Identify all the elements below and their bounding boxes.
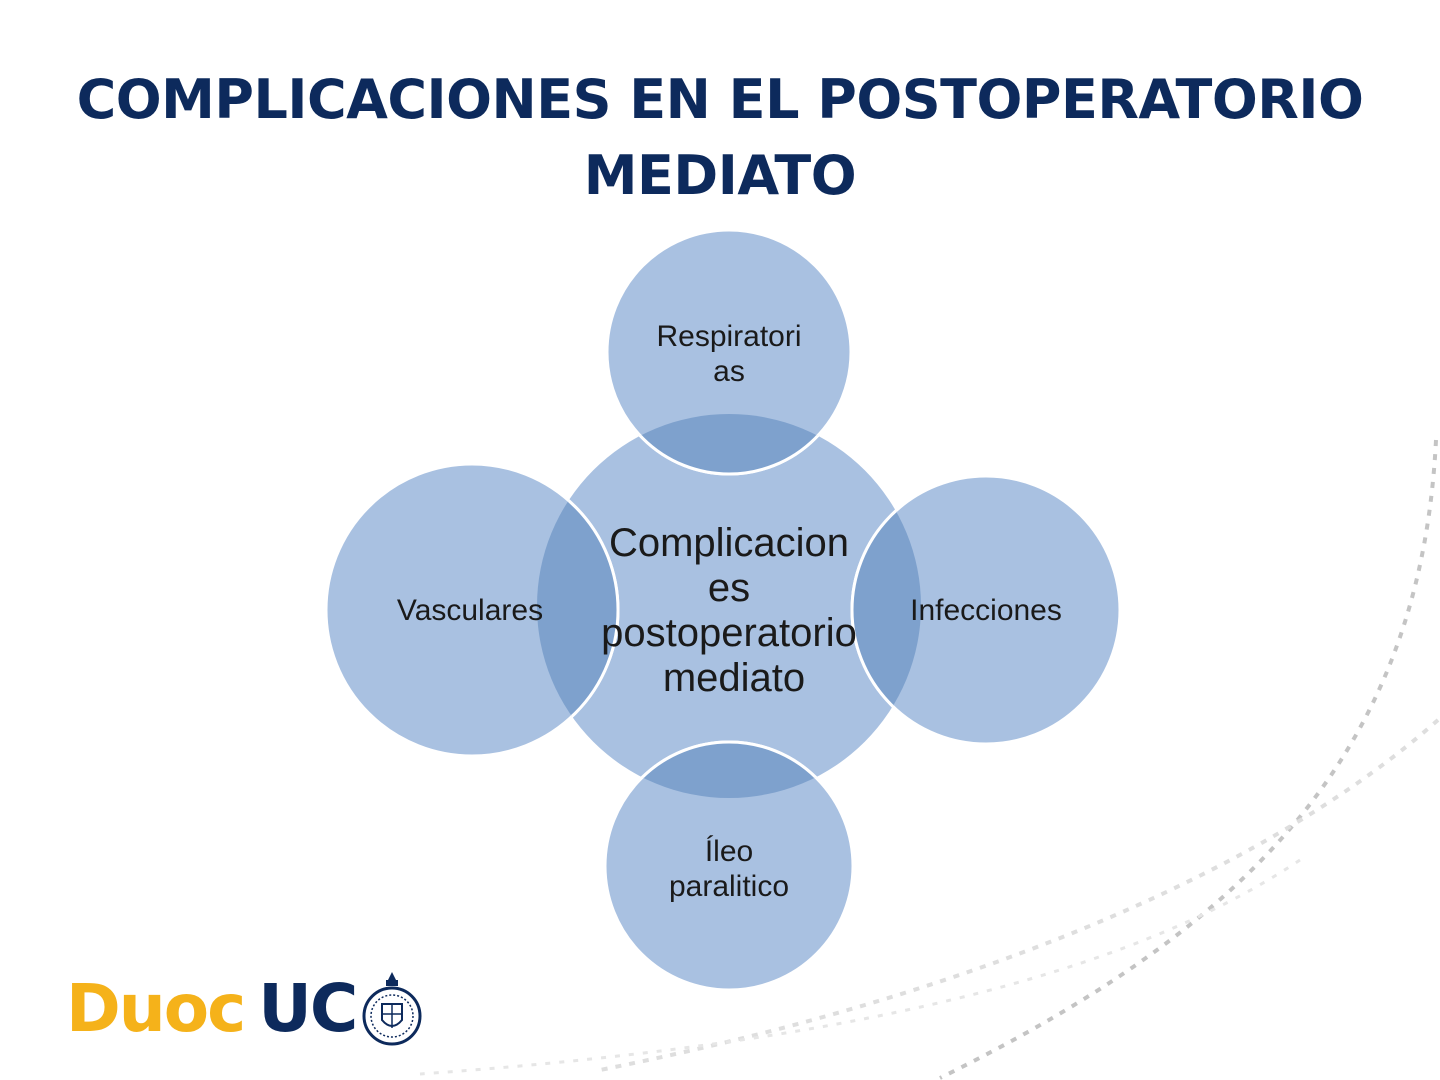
logo-text-duoc: Duoc — [66, 969, 246, 1047]
slide-title: COMPLICACIONES EN EL POSTOPERATORIO MEDI… — [0, 62, 1440, 214]
right-label: Infecciones — [910, 594, 1062, 627]
center-label-line-4: mediato — [663, 656, 805, 700]
top-label-line-1: Respiratori — [656, 320, 801, 353]
center-circle — [537, 414, 921, 798]
center-label-line-2: es — [708, 566, 750, 610]
center-label-line-1: Complicacion — [609, 521, 849, 565]
university-seal-icon — [362, 972, 422, 1046]
slide-title-line-1: COMPLICACIONES EN EL POSTOPERATORIO — [76, 68, 1364, 131]
duoc-uc-logo: Duoc UC — [66, 968, 424, 1048]
slide-title-line-2: MEDIATO — [583, 144, 857, 207]
center-label-line-3: postoperatorio — [601, 611, 857, 655]
logo-text-uc: UC — [258, 969, 358, 1047]
bottom-label-line-1: Íleo — [705, 835, 753, 868]
top-label-line-2: as — [713, 355, 745, 388]
left-label: Vasculares — [397, 594, 543, 627]
bottom-label-line-2: paralitico — [669, 870, 789, 903]
